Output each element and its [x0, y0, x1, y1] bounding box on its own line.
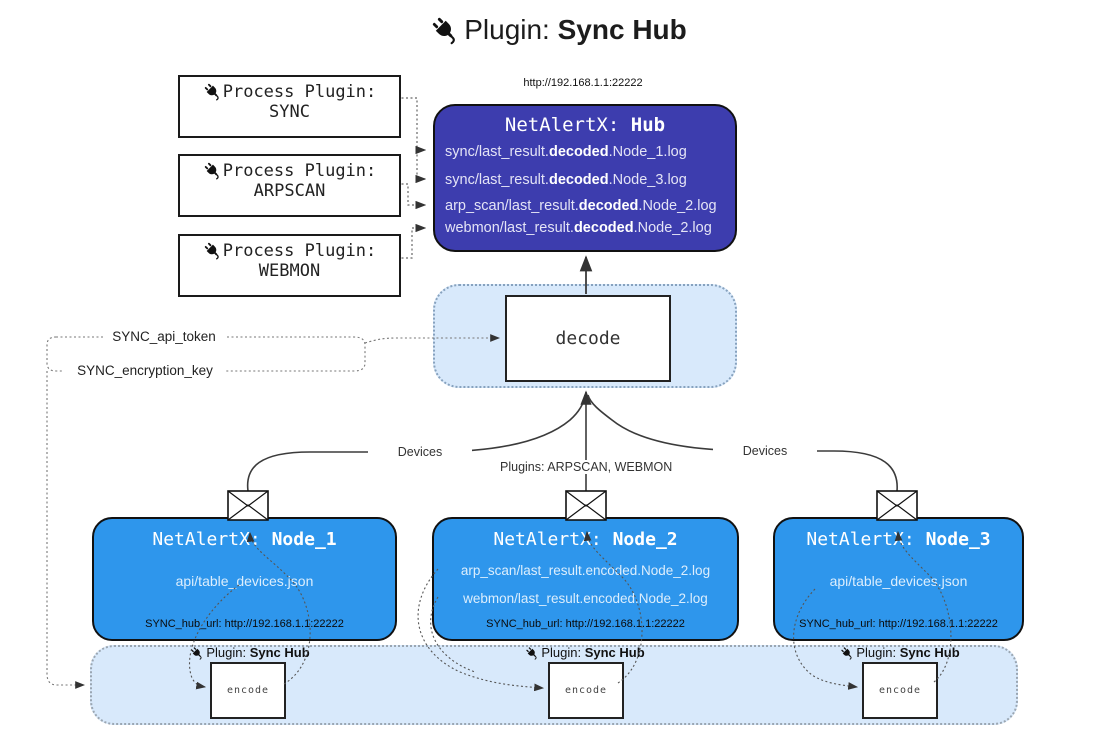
page-title: Plugin: Sync Hub	[0, 14, 1117, 46]
process-plugin-box-arpscan: Process Plugin: ARPSCAN	[178, 154, 401, 217]
plug-icon	[191, 647, 202, 660]
page-title-name: Sync Hub	[557, 14, 687, 45]
process-plugin-label: Process Plugin:	[180, 241, 399, 261]
hub-log-line: arp_scan/last_result.decoded.Node_2.log	[445, 198, 717, 214]
node-box-node3: NetAlertX: Node_3 api/table_devices.json…	[773, 517, 1024, 641]
node-file: api/table_devices.json	[829, 573, 968, 589]
node-box-node1: NetAlertX: Node_1 api/table_devices.json…	[92, 517, 397, 641]
process-plugin-label: Process Plugin:	[180, 161, 399, 181]
hub-title: NetAlertX: Hub	[504, 114, 666, 136]
encode-box: encode	[548, 662, 624, 719]
node-file: api/table_devices.json	[175, 573, 314, 589]
process-plugin-name: SYNC	[269, 102, 310, 122]
node-title: NetAlertX: Node_1	[152, 529, 337, 550]
encoder-plugin-label: Plugin: Sync Hub	[820, 645, 980, 660]
hub-url-label: http://192.168.1.1:22222	[523, 77, 643, 89]
envelope-icon	[227, 490, 269, 521]
envelope-icon	[876, 490, 918, 521]
hub-box: NetAlertX: Hub sync/last_result.decoded.…	[433, 104, 737, 252]
process-plugin-name: ARPSCAN	[253, 181, 326, 201]
node-file: webmon/last_result.encoded.Node_2.log	[463, 591, 708, 606]
encoder-plugin-label: Plugin: Sync Hub	[505, 645, 665, 660]
process-plugin-box-sync: Process Plugin: SYNC	[178, 75, 401, 138]
envelope-icon	[565, 490, 607, 521]
sync-api-token-label: SYNC_api_token	[103, 329, 225, 344]
process-plugin-box-webmon: Process Plugin: WEBMON	[178, 234, 401, 297]
plug-icon	[204, 242, 219, 260]
devices-edge-label-left: Devices	[368, 445, 472, 459]
node-to-decode-edges	[246, 390, 898, 492]
page-title-prefix: Plugin:	[464, 14, 558, 45]
node-title: NetAlertX: Node_3	[806, 529, 991, 550]
encode-box: encode	[210, 662, 286, 719]
plug-icon	[526, 647, 537, 660]
decode-box: decode	[505, 295, 671, 382]
plug-icon	[433, 17, 456, 45]
plugins-edge-label: Plugins: ARPSCAN, WEBMON	[500, 460, 673, 474]
plug-icon	[204, 162, 219, 180]
node-title: NetAlertX: Node_2	[493, 529, 678, 550]
hub-log-line: sync/last_result.decoded.Node_1.log	[445, 144, 687, 160]
encode-box: encode	[862, 662, 938, 719]
plug-icon	[204, 83, 219, 101]
node-hub-url: SYNC_hub_url: http://192.168.1.1:22222	[799, 618, 998, 630]
hub-log-line: webmon/last_result.decoded.Node_2.log	[445, 220, 712, 236]
sync-encryption-key-label: SYNC_encryption_key	[64, 363, 226, 378]
plug-icon	[841, 647, 852, 660]
process-to-hub-dotted-edges	[397, 97, 427, 259]
hub-log-line: sync/last_result.decoded.Node_3.log	[445, 172, 687, 188]
node-box-node2: NetAlertX: Node_2 arp_scan/last_result.e…	[432, 517, 739, 641]
devices-edge-label-right: Devices	[713, 444, 817, 458]
node-file: arp_scan/last_result.encoded.Node_2.log	[460, 563, 711, 578]
node-hub-url: SYNC_hub_url: http://192.168.1.1:22222	[145, 618, 344, 630]
encoder-plugin-label: Plugin: Sync Hub	[170, 645, 330, 660]
process-plugin-name: WEBMON	[258, 261, 321, 281]
process-plugin-label: Process Plugin:	[180, 82, 399, 102]
node-hub-url: SYNC_hub_url: http://192.168.1.1:22222	[486, 618, 685, 630]
